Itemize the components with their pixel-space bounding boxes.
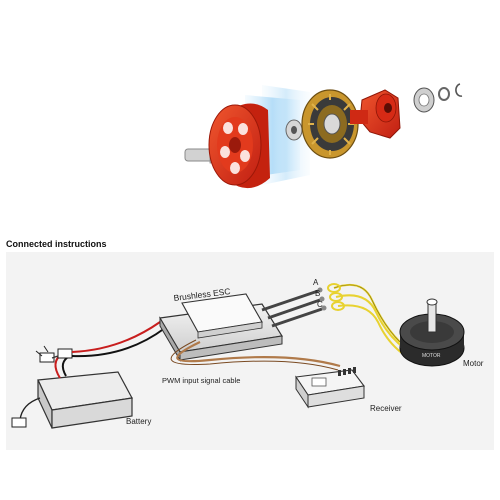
pwm-label: PWM input signal cable xyxy=(162,376,240,385)
battery xyxy=(11,348,133,429)
section-heading: Connected instructions xyxy=(6,239,107,249)
esc-power-connector xyxy=(35,345,59,363)
phase-b-label: B xyxy=(315,289,320,298)
esc-black-wire xyxy=(71,327,166,358)
motor-base xyxy=(350,89,401,139)
brushless-esc xyxy=(159,293,283,362)
rotor-bell xyxy=(208,103,270,189)
receiver-label: Receiver xyxy=(370,404,402,413)
stator xyxy=(301,89,359,159)
brushless-motor: MOTOR xyxy=(399,298,465,367)
esc-phase-leads xyxy=(261,287,327,328)
esc-red-wire xyxy=(71,321,161,353)
bearing xyxy=(413,87,435,113)
pwm-signal-cable xyxy=(176,341,341,368)
receiver xyxy=(295,367,365,409)
motor-stamp: MOTOR xyxy=(422,353,441,359)
thrust-washer xyxy=(438,87,450,101)
c-clip xyxy=(455,83,463,97)
spacer-washer xyxy=(285,119,303,141)
phase-c-label: C xyxy=(317,300,323,309)
battery-label: Battery xyxy=(126,417,151,426)
pwm-signal-cable-2 xyxy=(170,339,339,371)
motor-label: Motor xyxy=(463,359,484,368)
exploded-motor-illustration xyxy=(184,83,463,189)
motor-phase-wires xyxy=(327,283,407,357)
phase-a-label: A xyxy=(313,278,319,287)
